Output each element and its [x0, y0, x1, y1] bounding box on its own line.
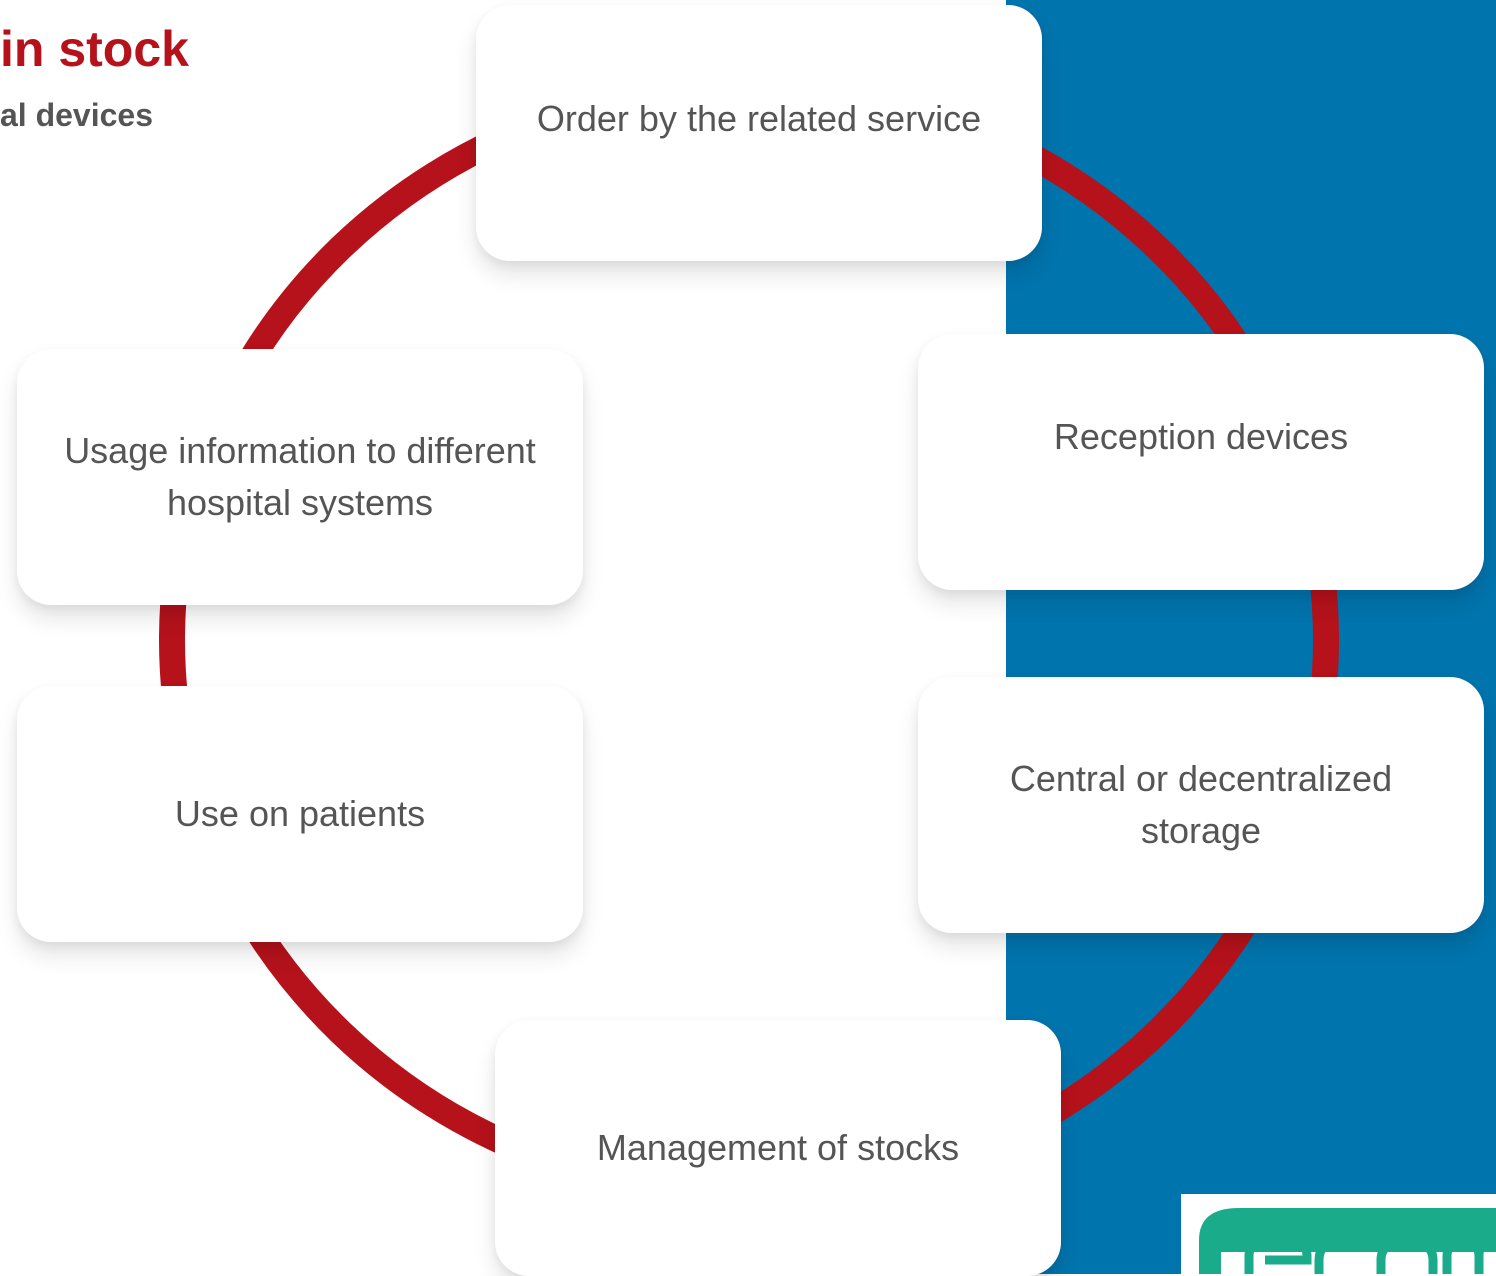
step-label: Central or decentralized storage: [1009, 758, 1393, 851]
company-logo: [1181, 1194, 1496, 1274]
page-title: in stock: [0, 21, 189, 77]
step-card-use: Use on patients: [17, 686, 583, 942]
page-subtitle: al devices: [0, 97, 153, 133]
step-label: Usage information to different hospital …: [64, 430, 536, 523]
step-card-order: Order by the related service: [476, 5, 1042, 261]
step-card-reception: Reception devices: [918, 334, 1484, 590]
step-label: Reception devices: [1053, 416, 1349, 457]
blue-background-panel: [1006, 0, 1496, 1274]
step-card-management: Management of stocks: [495, 1020, 1061, 1276]
step-label: Use on patients: [174, 793, 426, 834]
step-label: Order by the related service: [536, 98, 982, 139]
step-card-usage-info: Usage information to different hospital …: [17, 349, 583, 605]
step-label: Management of stocks: [596, 1127, 960, 1168]
step-card-storage: Central or decentralized storage: [918, 677, 1484, 933]
